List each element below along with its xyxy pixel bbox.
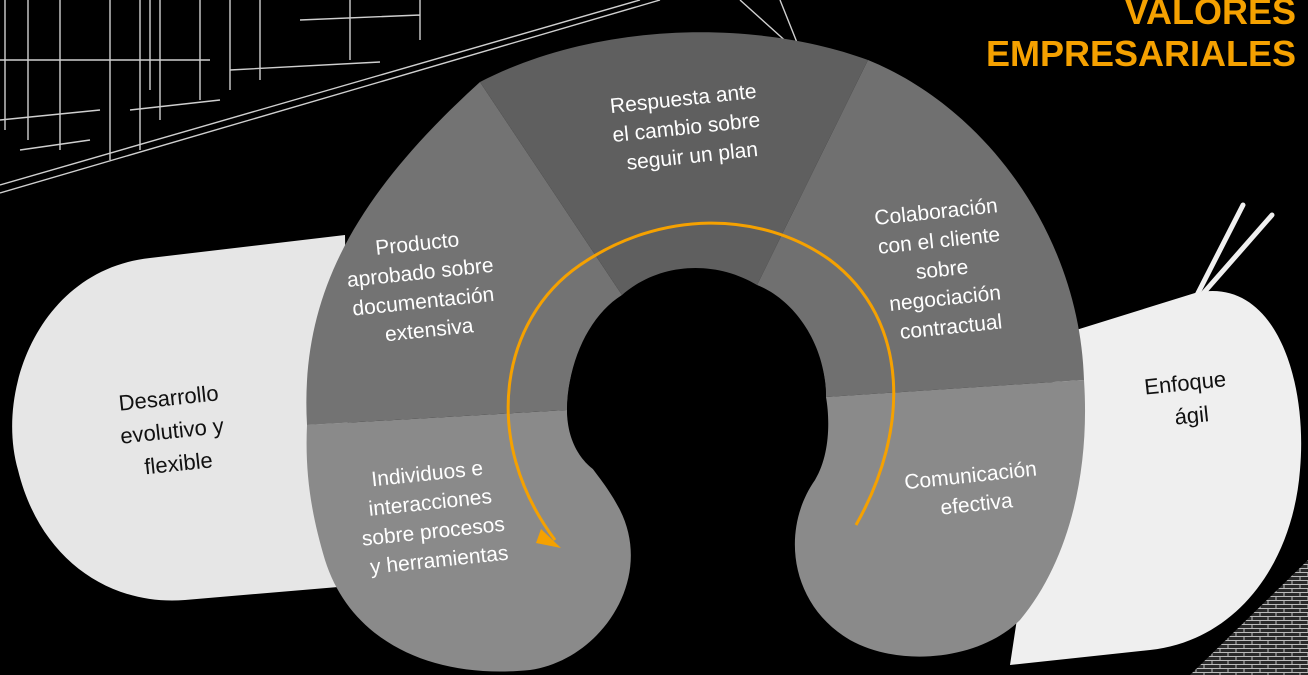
- horseshoe: [306, 32, 1086, 672]
- segment-top-label: Respuesta ante el cambio sobre seguir un…: [608, 79, 770, 176]
- page-title-line-1: VALORES: [1125, 0, 1296, 32]
- segment-upper-right-line: sobre: [915, 256, 970, 284]
- right-pill-line: ágil: [1173, 401, 1210, 429]
- horseshoe-hole: [567, 280, 826, 478]
- page-title-line-2: EMPRESARIALES: [986, 33, 1296, 74]
- segment-upper-left: [306, 82, 622, 425]
- background-sketch: [0, 0, 801, 194]
- left-pill: [12, 235, 350, 601]
- segment-lower-left: [306, 410, 631, 672]
- cycle-arrow: [506, 221, 896, 541]
- brick-corner: [1190, 560, 1308, 675]
- arrow-head-icon: [536, 529, 561, 548]
- segment-upper-right: [757, 60, 1084, 397]
- segment-top: [480, 32, 868, 295]
- tick-marks: [1194, 202, 1275, 300]
- segment-lower-right: [794, 380, 1086, 657]
